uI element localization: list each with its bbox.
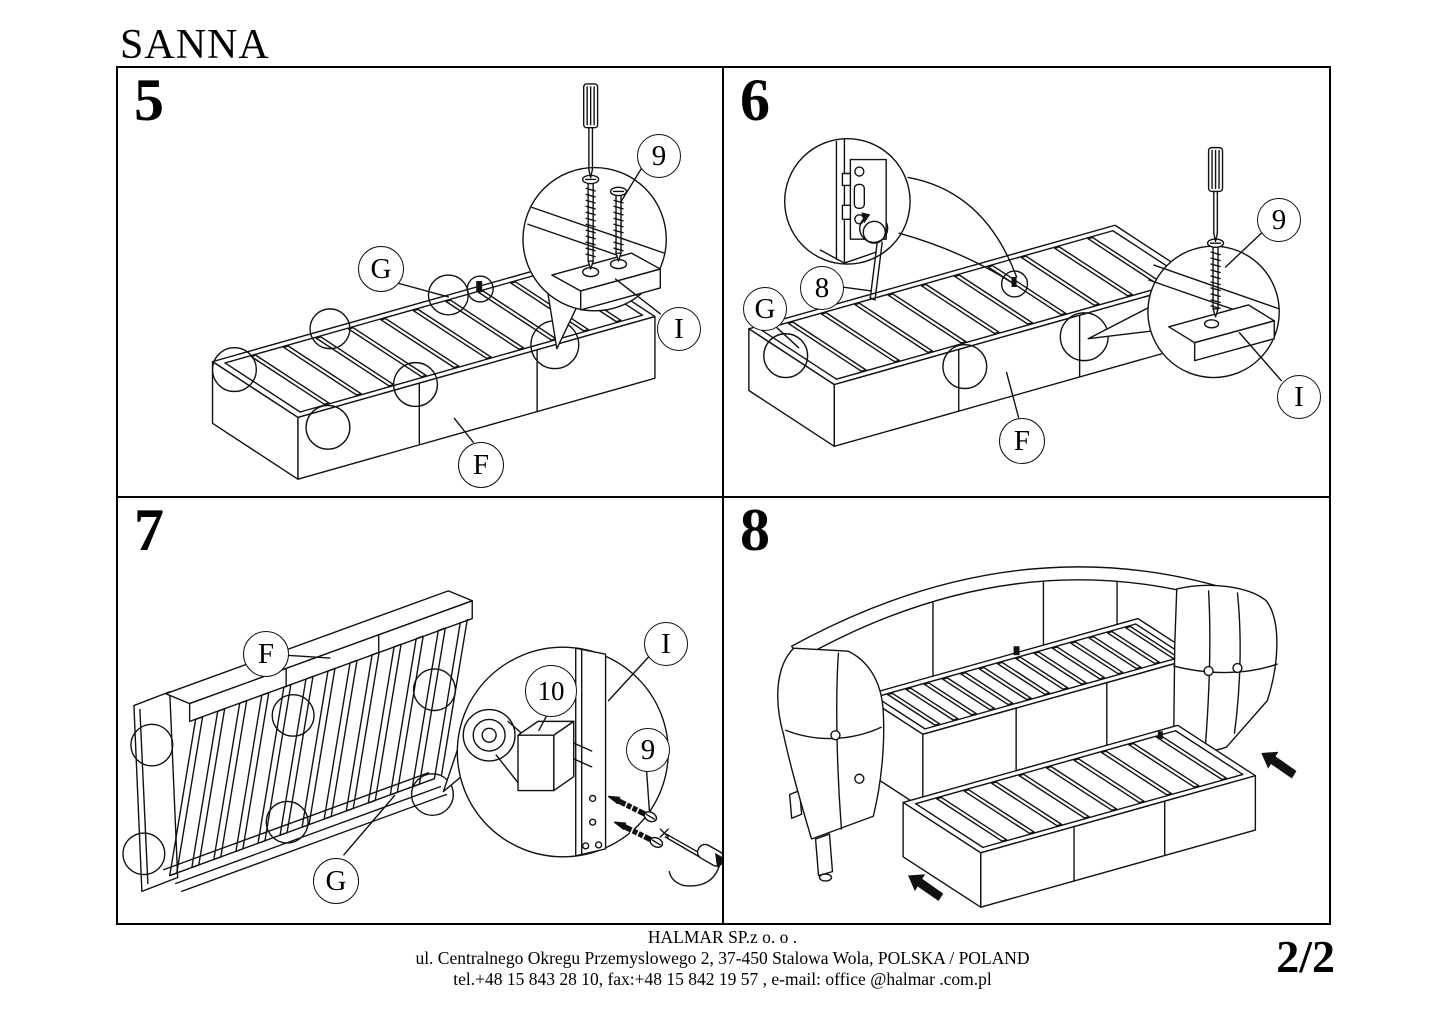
footer-address: ul. Centralnego Okregu Przemyslowego 2, … xyxy=(415,948,1030,968)
screwdriver-icon xyxy=(582,83,599,179)
footer-contact: tel.+48 15 843 28 10, fax:+48 15 842 19 … xyxy=(453,969,992,989)
step-panel-8: 8 xyxy=(724,498,1329,923)
step-number-5: 5 xyxy=(134,68,164,133)
callout-9: 9 xyxy=(637,134,681,178)
slide-arrow-icon xyxy=(1261,751,1297,779)
daybed-right-arm xyxy=(1173,584,1278,752)
steps-grid: 5 G F 9 I xyxy=(116,66,1331,925)
screw-icon xyxy=(609,186,628,262)
screw-icon xyxy=(613,821,664,849)
step7-castor-drawing xyxy=(122,590,722,893)
step-panel-5: 5 G F 9 I xyxy=(118,68,722,496)
callout-9: 9 xyxy=(626,728,670,772)
step6-latch-drawing xyxy=(748,137,1282,448)
callout-10: 10 xyxy=(525,665,577,717)
screwdriver-icon xyxy=(1207,146,1224,242)
screw-icon xyxy=(607,795,658,823)
screw-icon xyxy=(1206,238,1225,318)
callout-G: G xyxy=(358,246,404,292)
step-panel-6: 6 8 G F 9 I xyxy=(724,68,1329,496)
daybed-left-arm xyxy=(777,647,885,882)
callout-I: I xyxy=(1277,375,1321,419)
callout-I: I xyxy=(657,307,701,351)
callout-F: F xyxy=(243,631,289,677)
step-number-7: 7 xyxy=(134,498,164,563)
callout-I: I xyxy=(644,622,688,666)
callout-F: F xyxy=(999,418,1045,464)
step-panel-7: 7 F G 10 9 I xyxy=(118,498,722,923)
allen-key-icon xyxy=(869,241,878,299)
document-title: SANNA xyxy=(120,22,270,68)
callout-G: G xyxy=(313,858,359,904)
footer: HALMAR SP.z o. o . ul. Centralnego Okreg… xyxy=(116,927,1329,990)
callout-9: 9 xyxy=(1257,198,1301,242)
footer-company: HALMAR SP.z o. o . xyxy=(647,927,798,947)
slide-arrow-icon xyxy=(908,874,944,902)
step8-daybed-trundle-drawing xyxy=(777,566,1297,908)
phillips-screwdriver-icon xyxy=(659,828,722,887)
horizontal-divider xyxy=(118,496,1329,498)
step5-bed-assembly-drawing xyxy=(211,83,667,480)
cam-lock-icon xyxy=(862,220,886,244)
callout-G: G xyxy=(743,287,787,331)
trundle-drawer xyxy=(902,724,1257,908)
page-number: 2/2 xyxy=(1276,931,1335,982)
vertical-divider xyxy=(722,68,724,923)
step-number-6: 6 xyxy=(740,68,770,133)
step-number-8: 8 xyxy=(740,498,770,563)
callout-F: F xyxy=(458,442,504,488)
callout-8: 8 xyxy=(800,266,844,310)
screw-icon xyxy=(581,174,600,270)
